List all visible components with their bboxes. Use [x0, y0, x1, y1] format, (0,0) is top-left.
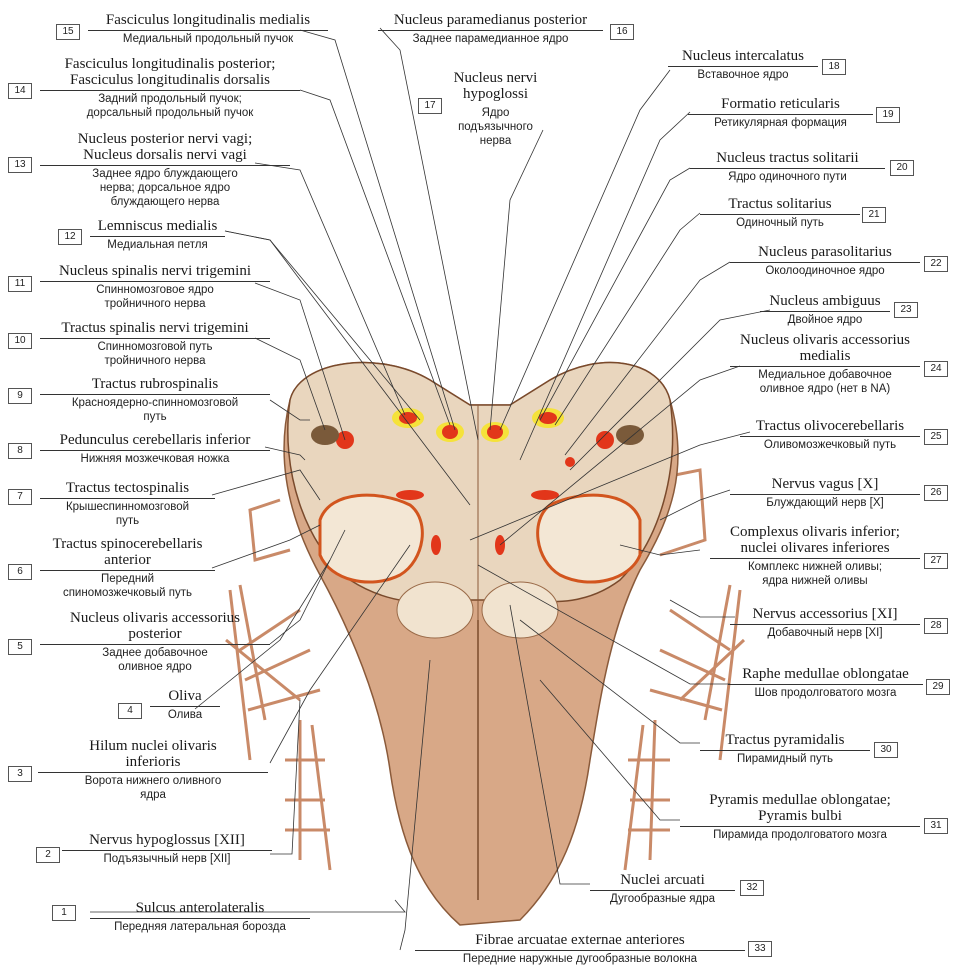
- callout-number-14: 14: [8, 83, 32, 99]
- callout-number-2: 2: [36, 847, 60, 863]
- callout-number-19: 19: [876, 107, 900, 123]
- callout-number-7: 7: [8, 489, 32, 505]
- callout-number-17: 17: [418, 98, 442, 114]
- callout-number-32: 32: [740, 880, 764, 896]
- callout-number-12: 12: [58, 229, 82, 245]
- label-17: Nucleus nervi hypoglossi Ядро подъязычно…: [448, 70, 543, 148]
- label-2: Nervus hypoglossus [XII]Подъязычный нерв…: [62, 832, 272, 866]
- label-28: Nervus accessorius [XI]Добавочный нерв […: [730, 606, 920, 640]
- callout-number-3: 3: [8, 766, 32, 782]
- callout-number-30: 30: [874, 742, 898, 758]
- callout-number-27: 27: [924, 553, 948, 569]
- callout-number-18: 18: [822, 59, 846, 75]
- callout-number-13: 13: [8, 157, 32, 173]
- label-14: Fasciculus longitudinalis posterior; Fas…: [40, 56, 300, 120]
- label-13: Nucleus posterior nervi vagi; Nucleus do…: [40, 131, 290, 209]
- label-26: Nervus vagus [X]Блуждающий нерв [X]: [730, 476, 920, 510]
- callout-number-5: 5: [8, 639, 32, 655]
- callout-number-1: 1: [52, 905, 76, 921]
- callout-number-10: 10: [8, 333, 32, 349]
- callout-number-28: 28: [924, 618, 948, 634]
- callout-number-29: 29: [926, 679, 950, 695]
- label-31: Pyramis medullae oblongatae; Pyramis bul…: [680, 792, 920, 842]
- callout-number-24: 24: [924, 361, 948, 377]
- callout-number-23: 23: [894, 302, 918, 318]
- callout-number-21: 21: [862, 207, 886, 223]
- callout-number-4: 4: [118, 703, 142, 719]
- callout-number-8: 8: [8, 443, 32, 459]
- callout-number-6: 6: [8, 564, 32, 580]
- callout-number-11: 11: [8, 276, 32, 292]
- callout-number-16: 16: [610, 24, 634, 40]
- label-27: Complexus olivaris inferior; nuclei oliv…: [710, 524, 920, 588]
- callout-number-25: 25: [924, 429, 948, 445]
- callout-number-22: 22: [924, 256, 948, 272]
- callout-number-9: 9: [8, 388, 32, 404]
- callout-number-26: 26: [924, 485, 948, 501]
- callout-number-20: 20: [890, 160, 914, 176]
- callout-number-15: 15: [56, 24, 80, 40]
- callout-number-31: 31: [924, 818, 948, 834]
- callout-number-33: 33: [748, 941, 772, 957]
